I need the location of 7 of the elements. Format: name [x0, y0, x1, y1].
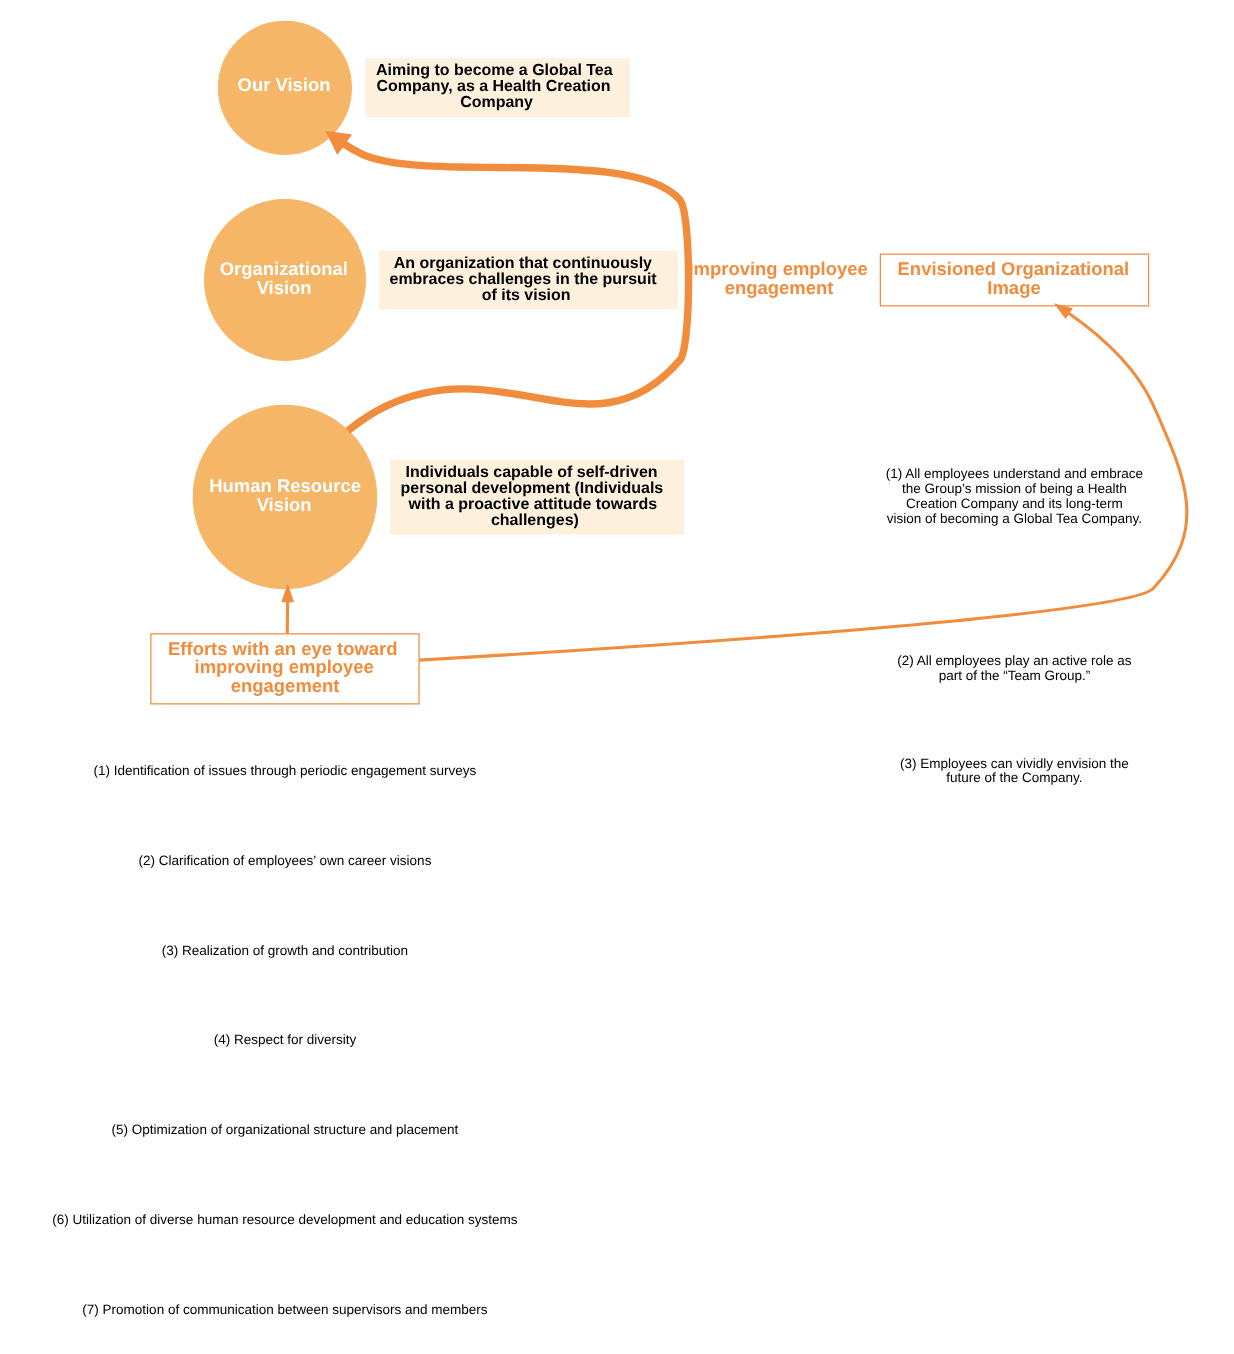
node-box: Efforts with an eye toward improving employee engagement [150, 633, 420, 705]
node-box: Envisioned Organizational Image [879, 253, 1150, 307]
arrow [419, 303, 1189, 662]
node-circle: Human Resource Vision [192, 404, 378, 590]
node-circle: Organizational Vision [203, 199, 366, 361]
arrow [281, 583, 295, 634]
arrow [325, 130, 693, 434]
